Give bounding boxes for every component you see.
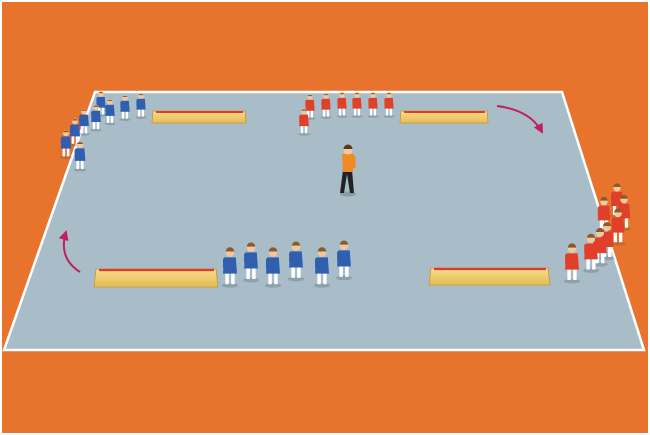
bench-bottom-left: [94, 269, 218, 287]
bench-top-left: [152, 111, 246, 123]
bench-top-right: [400, 111, 488, 123]
bench-bottom-right: [429, 268, 550, 285]
